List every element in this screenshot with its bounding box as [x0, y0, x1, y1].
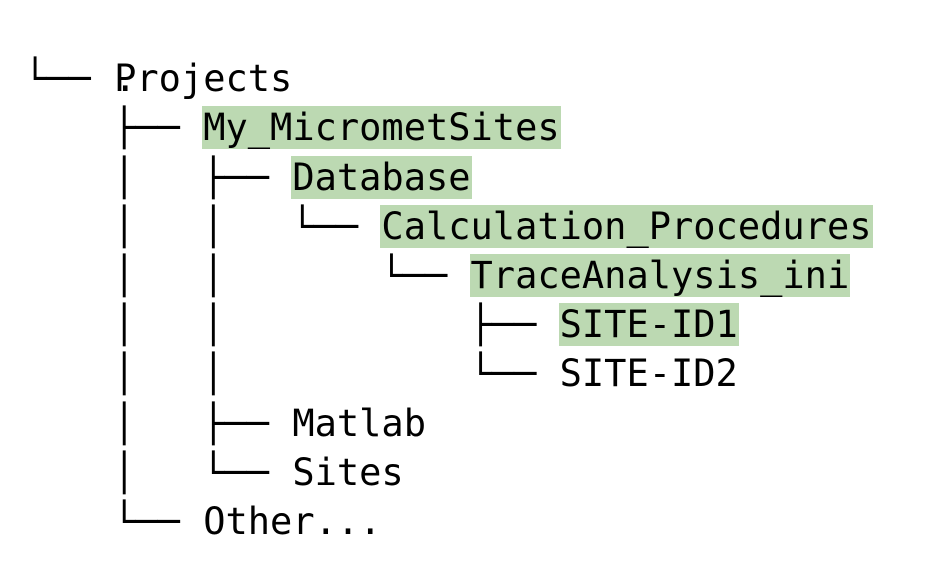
- tree-root-label: .: [114, 57, 137, 100]
- tree-node: │ ├── Matlab: [24, 399, 427, 448]
- tree-node: │ │ ├── SITE-ID1: [24, 300, 739, 349]
- tree-branch-connector: └──: [24, 57, 114, 101]
- tree-branch-connector: │ ├──: [24, 155, 292, 199]
- tree-node: │ │ └── SITE-ID2: [24, 349, 739, 398]
- tree-branch-connector: │ │ └──: [24, 254, 470, 297]
- tree-root: .: [24, 5, 137, 100]
- tree-node-label[interactable]: Calculation_Procedures: [380, 204, 873, 248]
- tree-node: └── Other...: [24, 497, 382, 546]
- tree-node: └── Projects: [24, 54, 293, 103]
- tree-branch-connector: │ │ └──: [24, 352, 559, 396]
- tree-node-label[interactable]: Other...: [203, 500, 382, 543]
- tree-branch-connector: ├──: [24, 106, 203, 150]
- tree-branch-connector: │ │ └──: [24, 204, 381, 248]
- tree-node: │ ├── Database: [24, 153, 472, 202]
- tree-node-label[interactable]: SITE-ID2: [559, 352, 738, 396]
- tree-branch-connector: │ └──: [24, 450, 292, 494]
- tree-node-label[interactable]: SITE-ID1: [558, 303, 739, 347]
- tree-node: │ │ └── Calculation_Procedures: [24, 202, 873, 251]
- tree-branch-connector: └──: [24, 500, 203, 543]
- tree-node-label[interactable]: Database: [291, 155, 472, 199]
- tree-branch-connector: │ │ ├──: [24, 303, 559, 347]
- tree-node-label[interactable]: My_MicrometSites: [202, 106, 561, 150]
- tree-node-label[interactable]: TraceAnalysis_ini: [469, 254, 851, 297]
- tree-node: │ │ └── TraceAnalysis_ini: [24, 251, 851, 300]
- tree-node-label[interactable]: Sites: [292, 450, 404, 494]
- tree-node-label[interactable]: Projects: [114, 57, 293, 101]
- tree-branch-connector: │ ├──: [24, 401, 292, 445]
- tree-node-label[interactable]: Matlab: [292, 401, 426, 445]
- tree-node: ├── My_MicrometSites: [24, 103, 561, 152]
- tree-node: │ └── Sites: [24, 448, 405, 497]
